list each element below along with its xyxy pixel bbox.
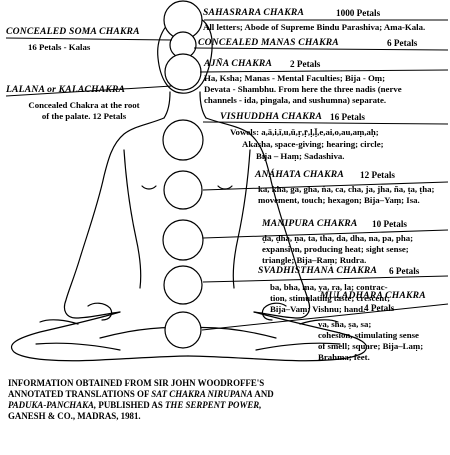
footnote-line-4: GANESH & CO., MADRAS, 1981. (8, 411, 141, 422)
manipura-title: MANIPURA CHAKRA (262, 218, 358, 229)
svadhisthana-desc-line1: ba, bha, ma, ya, ra, la; contrac- (270, 282, 388, 292)
svadhisthana-desc-line2: tion, stimulating taste; crescent; (270, 293, 391, 303)
soma-petals: 16 Petals - Kalas (28, 42, 91, 52)
svadhisthana-desc-line3: Bija–Vaṃ; Vishnu; hand. (270, 304, 366, 314)
footnote-line-2a: ANNOTATED TRANSLATIONS OF (8, 389, 152, 400)
manas-title: CONCEALED MANAS CHAKRA (198, 37, 339, 48)
muladhara-desc-line2: cohesion, stimulating sense (318, 330, 419, 340)
anahata-desc-line2: movement, touch; hexagon; Bija–Yaṃ; Isa. (258, 195, 420, 205)
vishuddha-desc-line3: Bija – Haṃ; Sadashiva. (256, 151, 345, 161)
anahata-desc-line1: ka, kha, ga, gha, ṅa, ca, cha, ja, jha, … (258, 184, 435, 194)
footnote-line-2c: AND (252, 389, 274, 400)
svadhisthana-title: SVADHISTHANA CHAKRA (258, 265, 378, 276)
footnote-line-2: ANNOTATED TRANSLATIONS OF SAT CHAKRA NIR… (8, 389, 274, 400)
muladhara-desc-line3: of smell; square; Bija–Laṃ; (318, 341, 424, 351)
lalana-title: LALANA or KALACHAKRA (6, 84, 126, 95)
ajna-desc-line1: Ha, Ksha; Manas - Mental Faculties; Bija… (204, 73, 386, 83)
soma-title: CONCEALED SOMA CHAKRA (6, 26, 140, 37)
vishuddha-petals: 16 Petals (330, 112, 365, 122)
footnote-title-serpent-power: THE SERPENT POWER, (165, 400, 262, 411)
svadhisthana-petals: 6 Petals (389, 266, 420, 276)
muladhara-desc-line1: va, sha, ṣa, sa; (318, 319, 372, 329)
muladhara-desc-line4: Brahma; feet. (318, 352, 370, 362)
manipura-desc-line3: triangle; Bija–Raṃ; Rudra. (262, 255, 367, 265)
muladhara-title: MULADHARA CHAKRA (320, 290, 426, 301)
anahata-petals: 12 Petals (360, 170, 395, 180)
ajna-petals: 2 Petals (290, 59, 321, 69)
chakra-circles (162, 0, 204, 349)
sahasrara-title: SAHASRARA CHAKRA (203, 7, 305, 18)
vishuddha-title: VISHUDDHA CHAKRA (220, 111, 323, 122)
manas-petals: 6 Petals (387, 38, 418, 48)
chakra-circle-svadhisthana (163, 265, 203, 305)
manipura-desc-line2: expansion, producing heat; sight sense; (262, 244, 409, 254)
manipura-petals: 10 Petals (372, 219, 407, 229)
vishuddha-desc-line1: Vowels: a,ā,i,ī,u,ū,ṛ,ṝ,ḷ,ḹ,e,ai,o,au,aṃ… (230, 127, 379, 137)
footnote-title-paduka: PADUKA-PANCHAKA, (8, 400, 97, 411)
footnote-title-sat-chakra: SAT CHAKRA NIRUPANA (151, 389, 253, 400)
lalana-desc-line1: Concealed Chakra at the root (28, 100, 140, 110)
footnote-line-1: INFORMATION OBTAINED FROM SIR JOHN WOODR… (8, 378, 265, 388)
footnote-line-3: PADUKA-PANCHAKA, PUBLISHED AS THE SERPEN… (8, 400, 274, 411)
lalana-desc-line2: of the palate. 12 Petals (41, 111, 127, 121)
chakra-circle-muladhara (164, 311, 202, 349)
chakra-circle-anahata (163, 170, 203, 210)
footnote-line-3b: PUBLISHED AS (96, 400, 165, 411)
ajna-title: AJÑA CHAKRA (204, 58, 273, 69)
vishuddha-desc-line2: Akasha, space-giving; hearing; circle; (242, 139, 384, 149)
muladhara-petals: 4 Petals (364, 303, 395, 313)
sahasrara-petals: 1000 Petals (336, 8, 381, 18)
leader-lines (5, 19, 449, 331)
chakra-circle-vishuddha (162, 119, 204, 161)
manipura-desc-line1: ḍa, ḍha, ṇa, ta, tha, da, dha, na, pa, p… (262, 233, 414, 243)
ajna-desc-line2: Devata - Shambhu. From here the three na… (204, 84, 402, 94)
ajna-desc-line3: channels - ida, pingala, and sushumna) s… (204, 95, 387, 105)
source-footnote: INFORMATION OBTAINED FROM SIR JOHN WOODR… (8, 378, 274, 423)
anahata-title: ANÁHATA CHAKRA (255, 169, 344, 180)
chakra-circle-ajna (164, 53, 202, 91)
chakra-circle-manipura (162, 219, 204, 261)
sahasrara-desc: All letters; Abode of Supreme Bindu Para… (203, 22, 426, 32)
